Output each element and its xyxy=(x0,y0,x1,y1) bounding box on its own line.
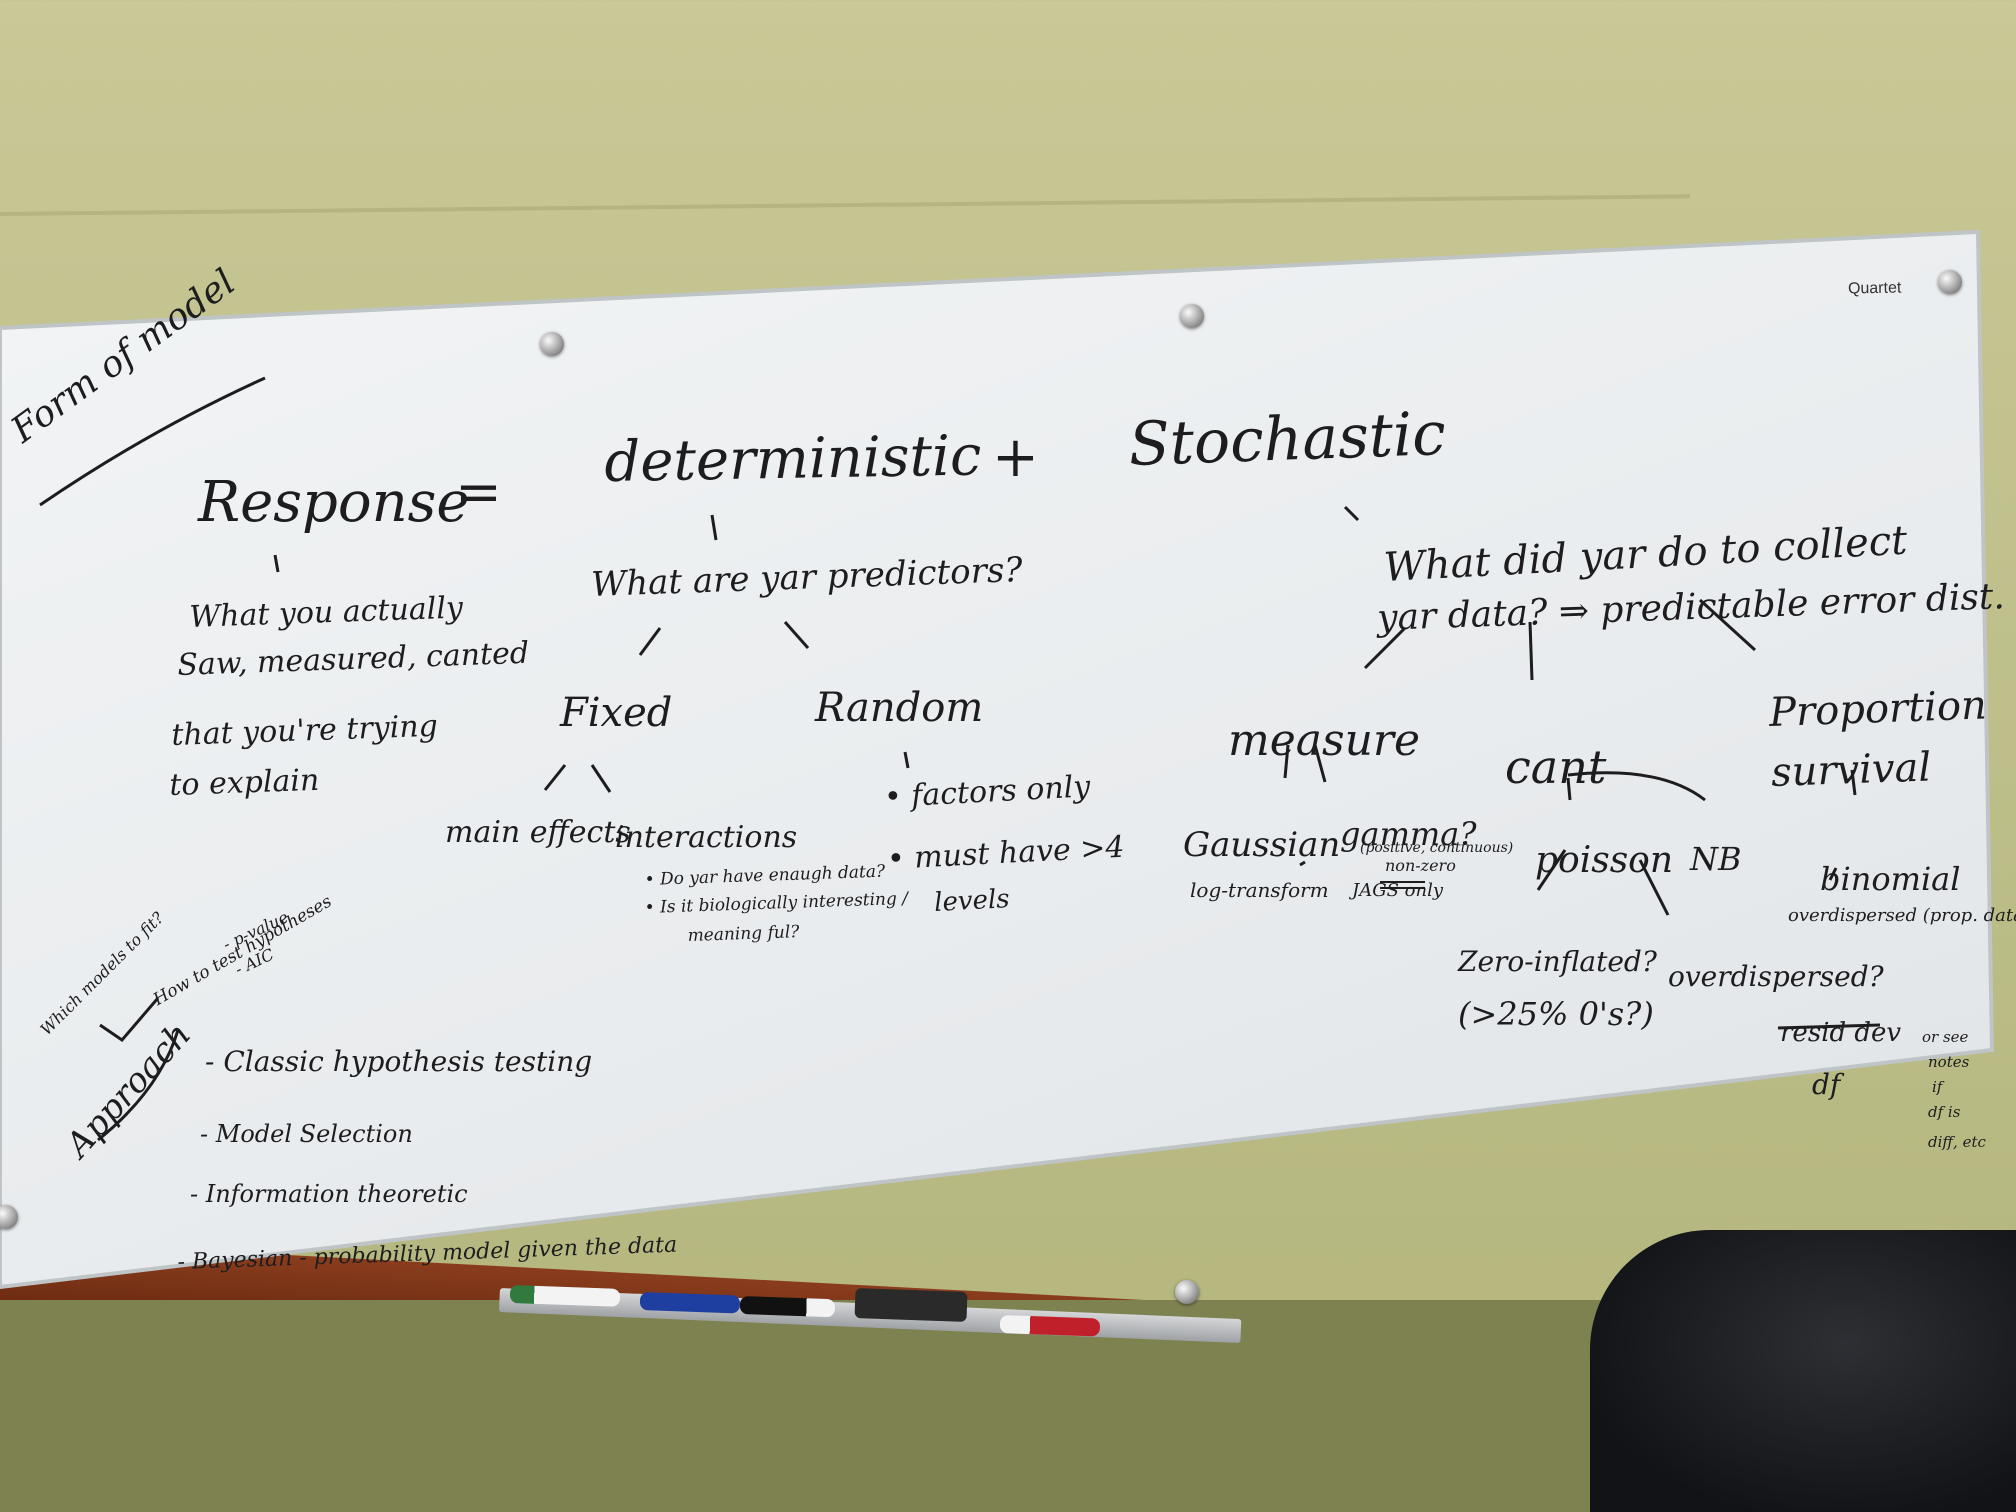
brand-logo: Quartet xyxy=(1847,279,1902,298)
binomial-label: binomial xyxy=(1820,860,1961,898)
overdispersed-label: overdispersed? xyxy=(1668,960,1884,993)
side-note: df is xyxy=(1928,1103,1961,1121)
mounting-pin xyxy=(0,1205,18,1229)
resid-dev-label: resid dev xyxy=(1780,1018,1902,1048)
random-label: Random xyxy=(815,685,984,731)
eraser[interactable] xyxy=(854,1288,968,1322)
office-chair xyxy=(1590,1230,2016,1512)
df-label: df xyxy=(1812,1068,1841,1101)
random-note: levels xyxy=(933,884,1011,918)
zero-inflated-note: (>25% 0's?) xyxy=(1458,995,1654,1033)
side-note: or see xyxy=(1922,1028,1969,1046)
interactions-label: interactions xyxy=(615,820,798,855)
gamma-note: non-zero xyxy=(1385,856,1456,875)
red-marker[interactable] xyxy=(999,1315,1101,1337)
gamma-note: (positive, continuous) xyxy=(1360,840,1514,856)
measure-label: measure xyxy=(1228,715,1420,766)
gamma-label: gamma? xyxy=(1340,815,1477,853)
wall-seam xyxy=(0,194,1690,216)
main-effects-label: main effects xyxy=(445,815,631,850)
gaussian-label: Gaussian xyxy=(1183,825,1341,865)
approach-item: - Information theoretic xyxy=(190,1180,468,1208)
zero-inflated-label: Zero-inflated? xyxy=(1458,945,1657,978)
binomial-note: overdispersed (prop. data) xyxy=(1788,905,2016,926)
equation-deterministic: deterministic xyxy=(603,423,982,495)
proportion-label: Proportion xyxy=(1768,682,1988,736)
mounting-pin xyxy=(1175,1280,1199,1304)
equation-stochastic: Stochastic xyxy=(1127,398,1447,480)
fixed-label: Fixed xyxy=(560,690,673,736)
equation-plus: + xyxy=(992,425,1039,490)
side-note: diff, etc xyxy=(1928,1133,1986,1151)
response-desc-line: to explain xyxy=(168,762,320,803)
mounting-pin xyxy=(540,332,564,356)
survival-label: survival xyxy=(1770,744,1932,796)
side-note: notes xyxy=(1928,1053,1970,1071)
side-note: if xyxy=(1932,1078,1943,1096)
equation-response: Response xyxy=(198,470,470,535)
nb-label: NB xyxy=(1690,840,1742,878)
equation-equals: = xyxy=(455,460,502,525)
black-marker[interactable] xyxy=(739,1296,836,1318)
count-label: cant xyxy=(1505,740,1607,794)
mounting-pin xyxy=(1180,304,1204,328)
blue-marker[interactable] xyxy=(639,1292,741,1314)
gaussian-note: log-transform xyxy=(1190,878,1329,902)
gamma-note: JAGS only xyxy=(1352,880,1444,901)
interaction-note: meaning ful? xyxy=(687,922,800,946)
approach-item: - Classic hypothesis testing xyxy=(205,1045,593,1078)
approach-item: - Model Selection xyxy=(200,1120,413,1148)
green-marker[interactable] xyxy=(509,1285,621,1307)
mounting-pin xyxy=(1938,270,1962,294)
poisson-label: poisson xyxy=(1535,840,1674,881)
